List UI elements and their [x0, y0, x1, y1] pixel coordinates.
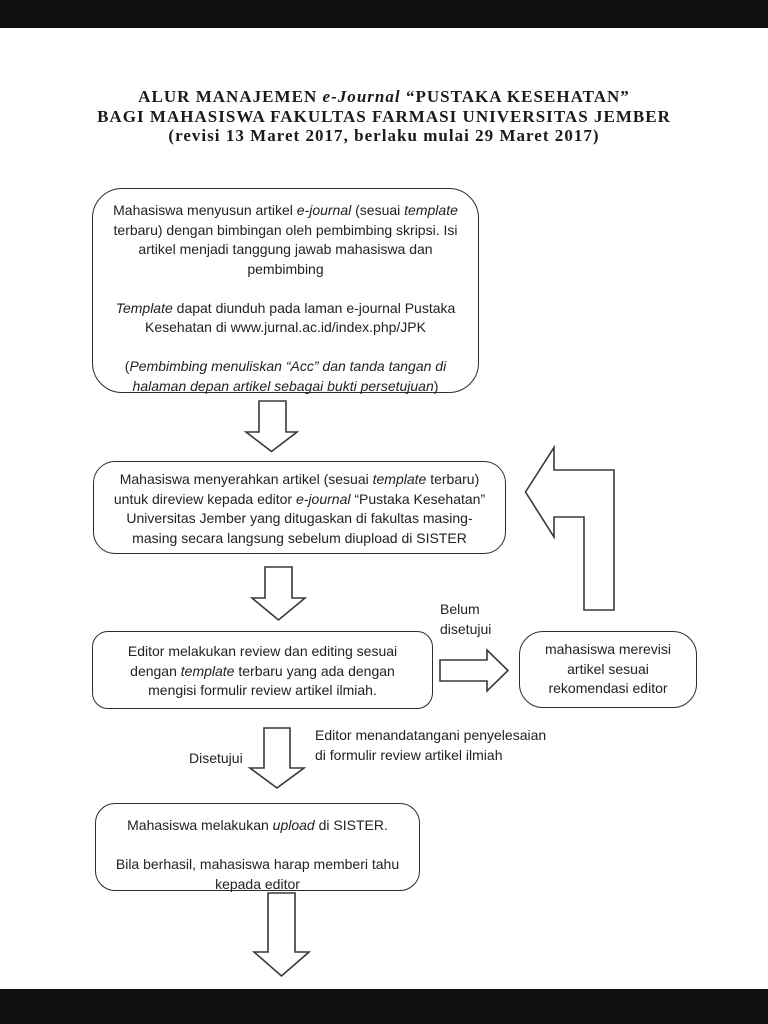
upload-paragraph-1: Mahasiswa melakukan upload di SISTER.: [127, 817, 388, 833]
revise-text: mahasiswa merevisi artikel sesuai rekome…: [544, 641, 672, 696]
review-text: Editor melakukan review dan editing sesu…: [127, 643, 398, 698]
flow-box-editor-review: Editor melakukan review dan editing sesu…: [92, 631, 433, 709]
flow-box-student-revise: mahasiswa merevisi artikel sesuai rekome…: [519, 631, 697, 708]
label-not-approved: Belum disetujui: [440, 601, 492, 637]
upload-paragraph-2: Bila berhasil, mahasiswa harap memberi t…: [115, 856, 400, 892]
top-letterbox-bar: [0, 0, 768, 28]
title-line-1: ALUR MANAJEMEN e-Journal “PUSTAKA KESEHA…: [138, 87, 630, 106]
flow-box-upload-sister: Mahasiswa melakukan upload di SISTER. Bi…: [95, 803, 420, 892]
compose-paragraph-1: Mahasiswa menyusun artikel e-journal (se…: [113, 202, 458, 277]
compose-paragraph-3: (Pembimbing menuliskan “Acc” dan tanda t…: [124, 358, 447, 394]
compose-paragraph-2: Template dapat diunduh pada laman e-jour…: [115, 299, 456, 336]
title-line-3: (revisi 13 Maret 2017, berlaku mulai 29 …: [168, 126, 600, 145]
bottom-letterbox-bar: [0, 989, 768, 1024]
label-approved: Disetujui: [189, 750, 243, 766]
down-arrow-icon: [249, 566, 308, 622]
right-arrow-icon: [439, 648, 510, 693]
flow-box-compose-article: Mahasiswa menyusun artikel e-journal (se…: [92, 188, 479, 394]
feedback-bent-arrow-icon: [524, 444, 615, 611]
submit-text: Mahasiswa menyerahkan artikel (sesuai te…: [113, 471, 486, 546]
label-editor-signs-form: Editor menandatangani penyelesaian di fo…: [315, 727, 547, 763]
down-arrow-icon: [243, 400, 300, 453]
page-title: ALUR MANAJEMEN e-Journal “PUSTAKA KESEHA…: [0, 87, 768, 146]
flow-box-submit-article: Mahasiswa menyerahkan artikel (sesuai te…: [93, 461, 506, 554]
title-line-2: BAGI MAHASISWA FAKULTAS FARMASI UNIVERSI…: [97, 106, 671, 126]
down-arrow-icon: [251, 892, 312, 978]
